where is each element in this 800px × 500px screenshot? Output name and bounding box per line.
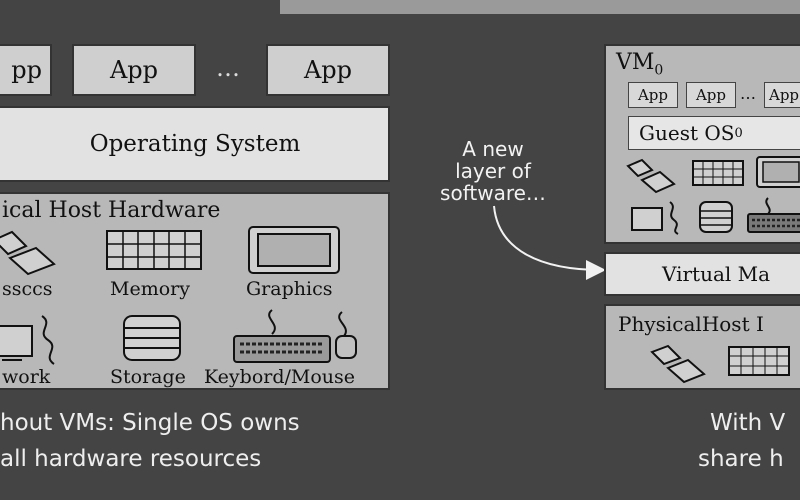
vm-app-box-2: App: [686, 82, 736, 108]
new-layer-annotation: A new layer of software…: [418, 138, 568, 204]
left-caption-line-1: hout VMs: Single OS owns: [0, 410, 300, 436]
memory-label: Memory: [110, 278, 190, 300]
left-app-box-3: App: [266, 44, 390, 96]
vm0-title: VM0: [616, 50, 663, 78]
processor-icon: [0, 230, 56, 276]
left-app-label-2: App: [109, 56, 159, 84]
left-app-ellipsis: …: [216, 54, 240, 82]
vm-keyboard-icon: [747, 197, 800, 233]
vm-graphics-icon: [756, 156, 800, 188]
operating-system-box: Operating System: [0, 106, 390, 182]
network-label: work: [2, 366, 51, 388]
left-app-box-2: App: [72, 44, 196, 96]
keyboard-mouse-label: Keybord/Mouse: [204, 366, 356, 388]
vm-app-label-2: App: [695, 86, 727, 104]
left-app-box-1: pp: [0, 44, 52, 96]
left-app-label-1: pp: [11, 56, 42, 84]
left-caption-line-2: all hardware resources: [0, 446, 262, 472]
vm-app-label-3: App: [769, 86, 800, 104]
storage-label: Storage: [110, 366, 186, 388]
vm0-title-text: VM: [616, 50, 655, 75]
top-strip: [280, 0, 800, 14]
guest-os-subscript: 0: [734, 125, 743, 141]
left-app-label-3: App: [303, 56, 353, 84]
host-hardware-box: ical Host Hardware ssccs Memory Graphics…: [0, 192, 390, 390]
annotation-line-1: A new: [462, 137, 524, 161]
vm-app-label-1: App: [637, 86, 669, 104]
vm-app-box-3: App: [764, 82, 800, 108]
vm-storage-icon: [699, 201, 733, 233]
storage-icon: [123, 315, 181, 361]
annotation-line-2: layer of: [455, 159, 531, 183]
right-physical-host-box: PhysicalHost I: [604, 304, 800, 390]
network-icon: [0, 315, 55, 365]
vm0-title-subscript: 0: [654, 62, 664, 79]
host-hardware-title: ical Host Hardware: [2, 198, 221, 223]
right-processor-icon: [650, 344, 706, 384]
right-physical-host-title: PhysicalHost I: [618, 312, 764, 336]
guest-os-label: Guest OS: [639, 121, 735, 145]
memory-icon: [106, 230, 202, 270]
vm-processor-icon: [626, 158, 676, 194]
graphics-icon: [248, 226, 340, 274]
annotation-line-3: software…: [440, 181, 546, 205]
virtual-machine-monitor-label: Virtual Ma: [662, 262, 771, 286]
vm-memory-icon: [692, 160, 744, 186]
vm-network-icon: [631, 201, 679, 235]
vm-app-box-1: App: [628, 82, 678, 108]
vm-app-ellipsis: …: [740, 84, 756, 103]
processor-label: ssccs: [2, 278, 53, 300]
right-caption-line-2: share h: [698, 446, 784, 472]
keyboard-mouse-icon: [233, 309, 357, 363]
annotation-arrow: [493, 205, 606, 280]
virtual-machine-monitor-box: Virtual Ma: [604, 252, 800, 296]
right-memory-icon: [728, 346, 790, 376]
graphics-label: Graphics: [246, 278, 333, 300]
right-caption-line-1: With V: [710, 410, 786, 436]
operating-system-label: Operating System: [89, 131, 301, 157]
